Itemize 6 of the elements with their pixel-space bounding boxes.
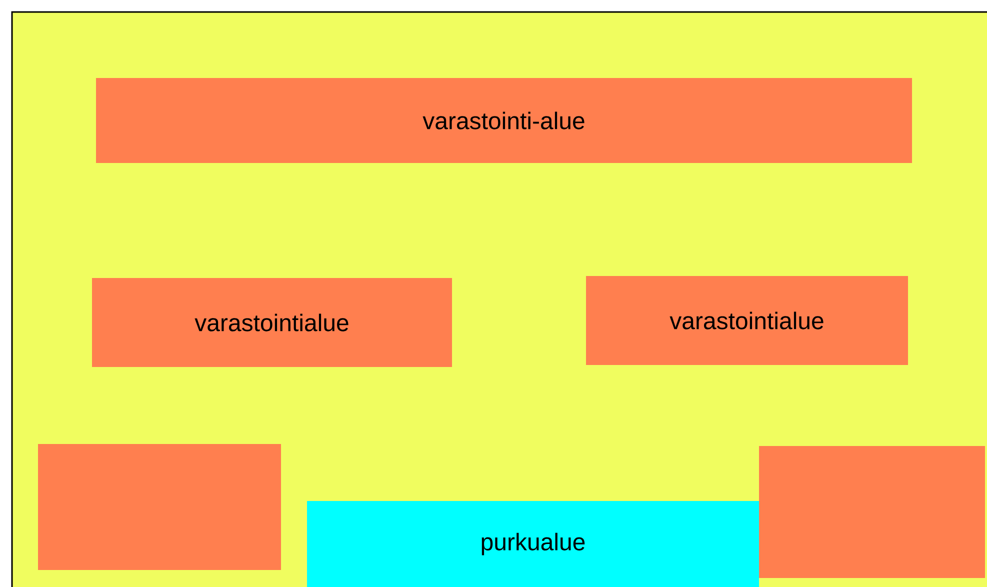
storage-area-box: varastointialue (92, 278, 452, 367)
unloading-area-box: purkualue (307, 501, 759, 587)
area-box (38, 444, 281, 570)
area-box (759, 446, 985, 578)
storage-area-box: varastointialue (586, 276, 908, 365)
storage-area-box: varastointi-alue (96, 78, 912, 163)
